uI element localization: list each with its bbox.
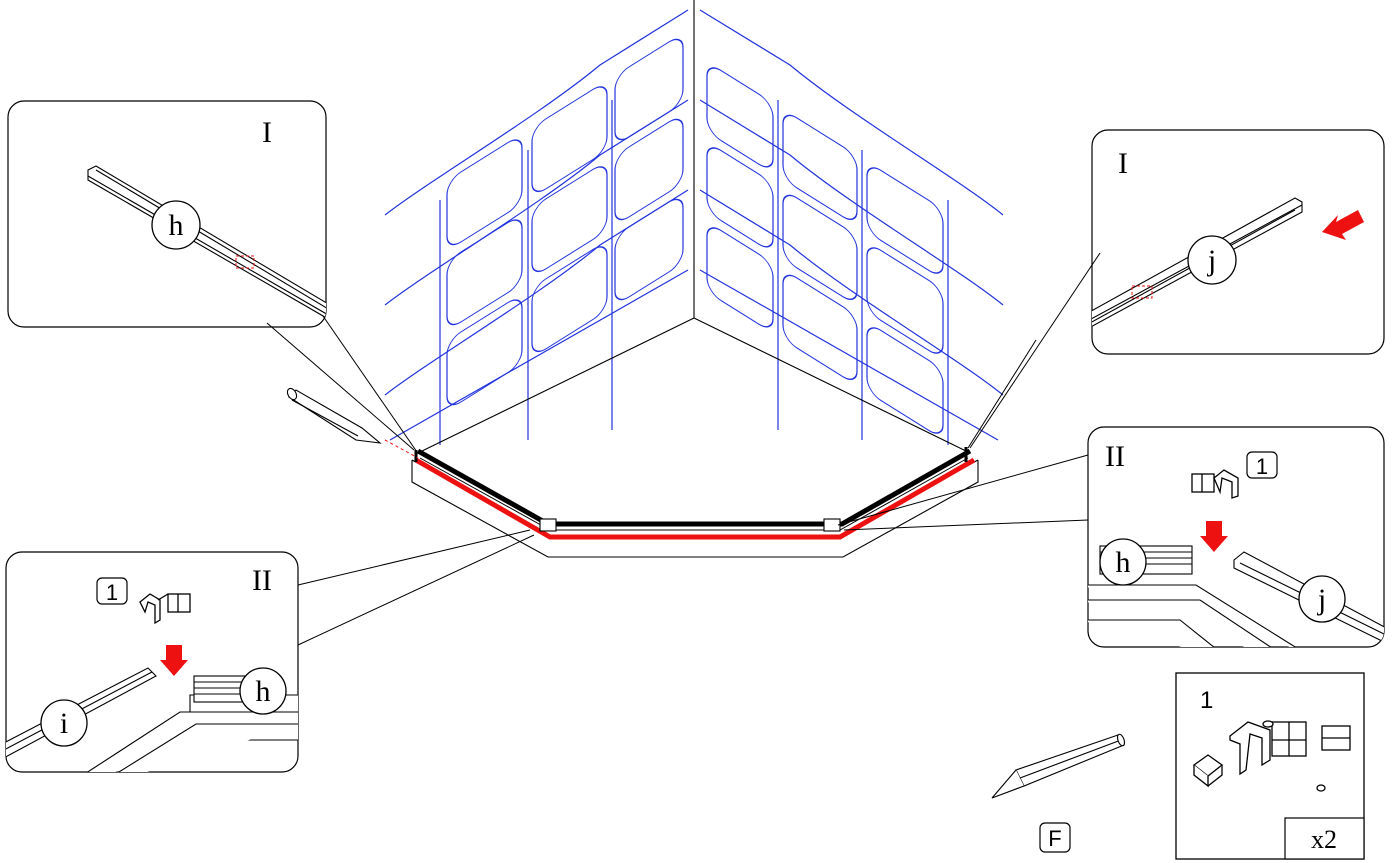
svg-text:1: 1 [106, 580, 118, 605]
profile-j-detail [1092, 197, 1303, 354]
callout-roman: I [1118, 147, 1128, 180]
svg-text:1: 1 [1256, 454, 1268, 479]
svg-text:h: h [256, 675, 271, 708]
callout-top-right: I j [967, 129, 1385, 449]
left-arrow-icon [1322, 210, 1364, 240]
left-wall-tiles [446, 38, 684, 406]
svg-text:h: h [1116, 546, 1131, 579]
svg-text:x2: x2 [1311, 825, 1337, 854]
profile-h-detail [87, 165, 326, 321]
pencil-icon [286, 387, 382, 444]
part-label-j: j [1298, 575, 1346, 623]
step-badge: 1 [1246, 451, 1278, 479]
kit-box: 1 x2 [1175, 672, 1365, 860]
svg-text:h: h [169, 209, 184, 242]
part-label-h: h [151, 200, 201, 250]
down-arrow-icon [160, 645, 188, 676]
svg-text:i: i [60, 707, 68, 740]
part-label-h: h [239, 667, 287, 715]
quantity-badge: x2 [1284, 817, 1365, 860]
callout-roman: I [262, 116, 272, 149]
svg-text:F: F [1048, 826, 1061, 851]
wall-edges [419, 0, 969, 453]
svg-text:j: j [1207, 244, 1216, 277]
corner-bracket-icon [139, 593, 191, 625]
kit-brackets [1192, 720, 1351, 792]
svg-text:II: II [1105, 440, 1125, 473]
down-arrow-icon [1200, 521, 1228, 552]
svg-text:j: j [1317, 583, 1326, 616]
sealant-line [414, 457, 976, 540]
part-label-h: h [1099, 538, 1147, 586]
pencil-icon [991, 733, 1126, 799]
callout-top-left: I h [7, 100, 418, 453]
tiled-wall-corner [384, 9, 1004, 445]
callout-mid-left: II 1 i h [5, 529, 535, 773]
callout-mid-right: II 1 h j [837, 426, 1385, 648]
kit-number: 1 [1200, 687, 1213, 714]
corner-bracket-icon [1191, 469, 1239, 499]
step-badge: 1 [96, 577, 128, 605]
tool-badge-f: F [1039, 822, 1071, 853]
part-label-j: j [1187, 235, 1237, 285]
profile-rail [416, 448, 972, 527]
shower-tray [411, 447, 979, 558]
svg-text:II: II [252, 564, 272, 597]
right-wall-tiles [706, 67, 944, 434]
part-label-i: i [40, 699, 88, 747]
